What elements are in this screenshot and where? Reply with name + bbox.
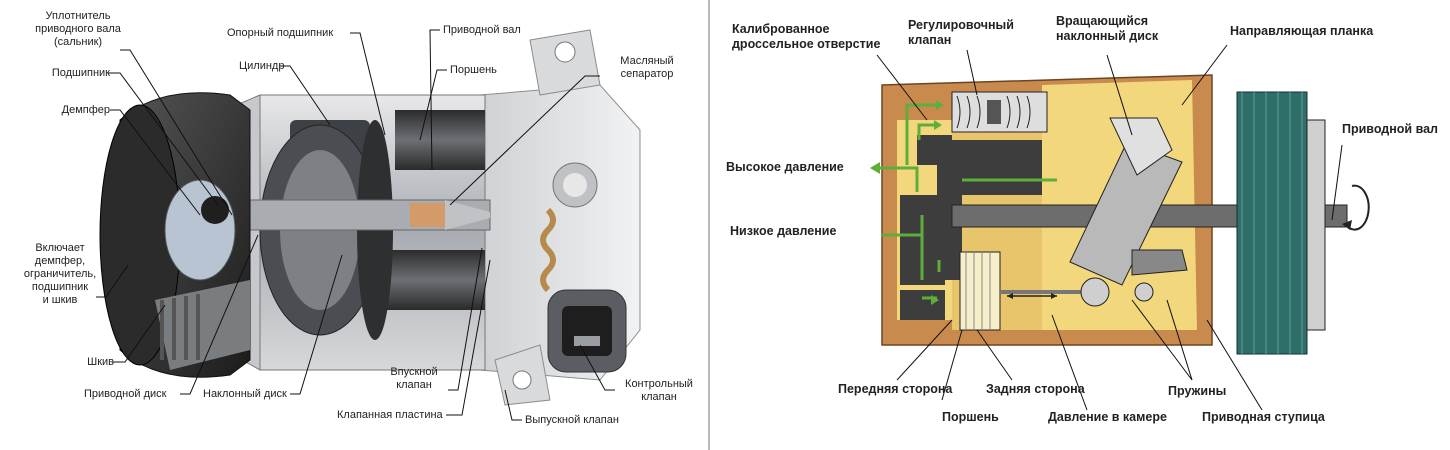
pressure-flow-paths: [872, 103, 1057, 300]
compressor-cutaway-panel: Уплотнитель приводного вала (сальник) По…: [0, 0, 710, 450]
schematic-swash-plate: [1069, 117, 1188, 302]
flow-arrowheads: [870, 100, 944, 305]
label-cylinder: Цилиндр: [239, 60, 285, 72]
schematic-piston: [959, 251, 1110, 331]
label-intake-valve: Впускной клапан: [390, 366, 438, 391]
label-front-side: Передняя сторона: [838, 382, 953, 396]
label-valve-plate: Клапанная пластина: [337, 409, 443, 421]
label-pulley: Шкив: [87, 356, 114, 368]
label-swash-plate: Наклонный диск: [203, 388, 287, 400]
label-support-bearing: Опорный подшипник: [227, 27, 334, 39]
label-includes: Включает демпфер, ограничитель, подшипни…: [23, 242, 97, 306]
label-seal: Уплотнитель приводного вала (сальник): [35, 10, 121, 48]
label-bearing: Подшипник: [51, 67, 110, 79]
label-springs: Пружины: [1168, 384, 1227, 398]
label-drive-disc: Приводной диск: [84, 388, 167, 400]
label-damper: Демпфер: [61, 104, 110, 116]
label-low-pressure: Низкое давление: [730, 224, 837, 238]
label-right-piston: Поршень: [942, 410, 999, 424]
label-drive-shaft: Приводной вал: [443, 24, 521, 36]
label-high-pressure: Высокое давление: [726, 160, 844, 174]
compressor-schematic-diagram: [870, 44, 1370, 411]
label-piston: Поршень: [450, 64, 497, 76]
compressor-cutaway-illustration: [96, 29, 641, 421]
label-oil-separator: Масляный сепаратор: [620, 55, 674, 80]
schematic-leader-lines: [876, 44, 1343, 411]
label-drive-hub: Приводная ступица: [1202, 410, 1325, 424]
compressor-schematic-panel: Калиброванное дроссельное отверстие Регу…: [712, 0, 1450, 450]
label-guide-bar: Направляющая планка: [1230, 24, 1374, 38]
leader-lines: [96, 29, 615, 421]
label-chamber-pressure: Давление в камере: [1048, 410, 1167, 424]
oil-separator-spring: [540, 207, 556, 293]
control-valve-connector: [547, 289, 627, 373]
pulley-assembly: [99, 92, 251, 378]
label-calibrated-orifice: Калиброванное дроссельное отверстие: [732, 22, 881, 51]
regulating-valve: [951, 91, 1048, 133]
label-exhaust-valve: Выпускной клапан: [525, 414, 619, 426]
label-control-valve: Контрольный клапан: [625, 378, 693, 403]
label-rotating-swash: Вращающийся наклонный диск: [1056, 14, 1159, 43]
label-right-drive-shaft: Приводной вал: [1342, 122, 1438, 136]
schematic-pulley: [1236, 91, 1370, 355]
upper-piston-bore: [952, 140, 1042, 195]
label-regulating-valve: Регулировочный клапан: [908, 18, 1014, 47]
label-rear-side: Задняя сторона: [986, 382, 1085, 396]
